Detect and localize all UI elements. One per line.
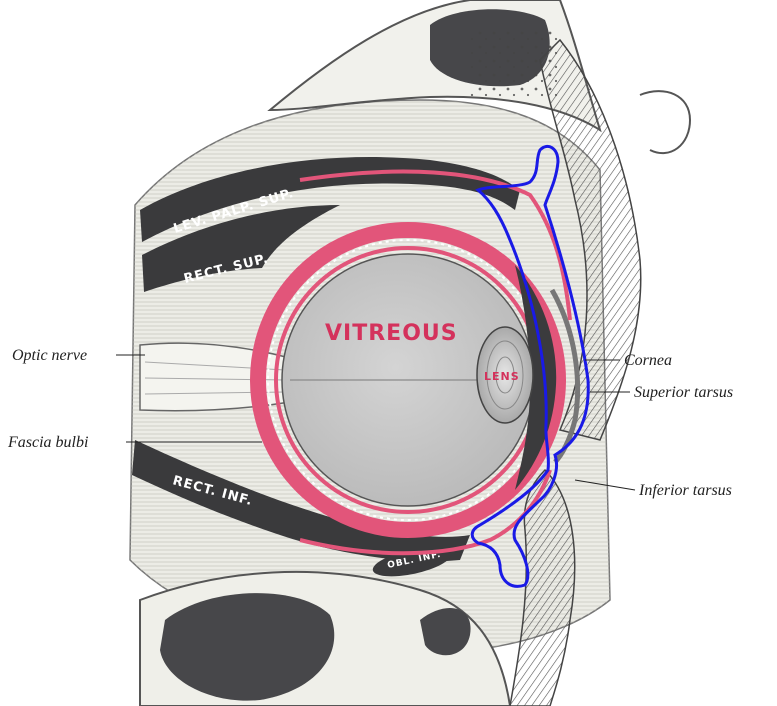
maxillary-sinus [160,593,335,701]
label-inferior-tarsus: Inferior tarsus [638,482,732,499]
lens [476,326,534,424]
eyelash [639,90,692,155]
highlight-outline [470,145,590,588]
label-vitreous: VITREOUS [325,321,458,346]
inferior-oblique-muscle [372,547,452,577]
sclera-outer [250,222,566,538]
maxillary-sinus-small [420,608,471,656]
eyelid-lower-hatched [509,468,576,706]
label-cornea: Cornea [624,352,672,369]
label-fascia-bulbi: Fascia bulbi [7,434,88,451]
levator-palpebrae-muscle [140,157,520,242]
label-lens: LENS [484,370,520,383]
leader-inferior-tarsus [574,479,636,491]
eyelid-upper-hatched [539,38,642,441]
vessel-upper [299,169,572,321]
label-superior-tarsus: Superior tarsus [634,384,733,401]
label-optic-nerve: Optic nerve [12,347,87,364]
superior-rectus-muscle [142,205,340,292]
